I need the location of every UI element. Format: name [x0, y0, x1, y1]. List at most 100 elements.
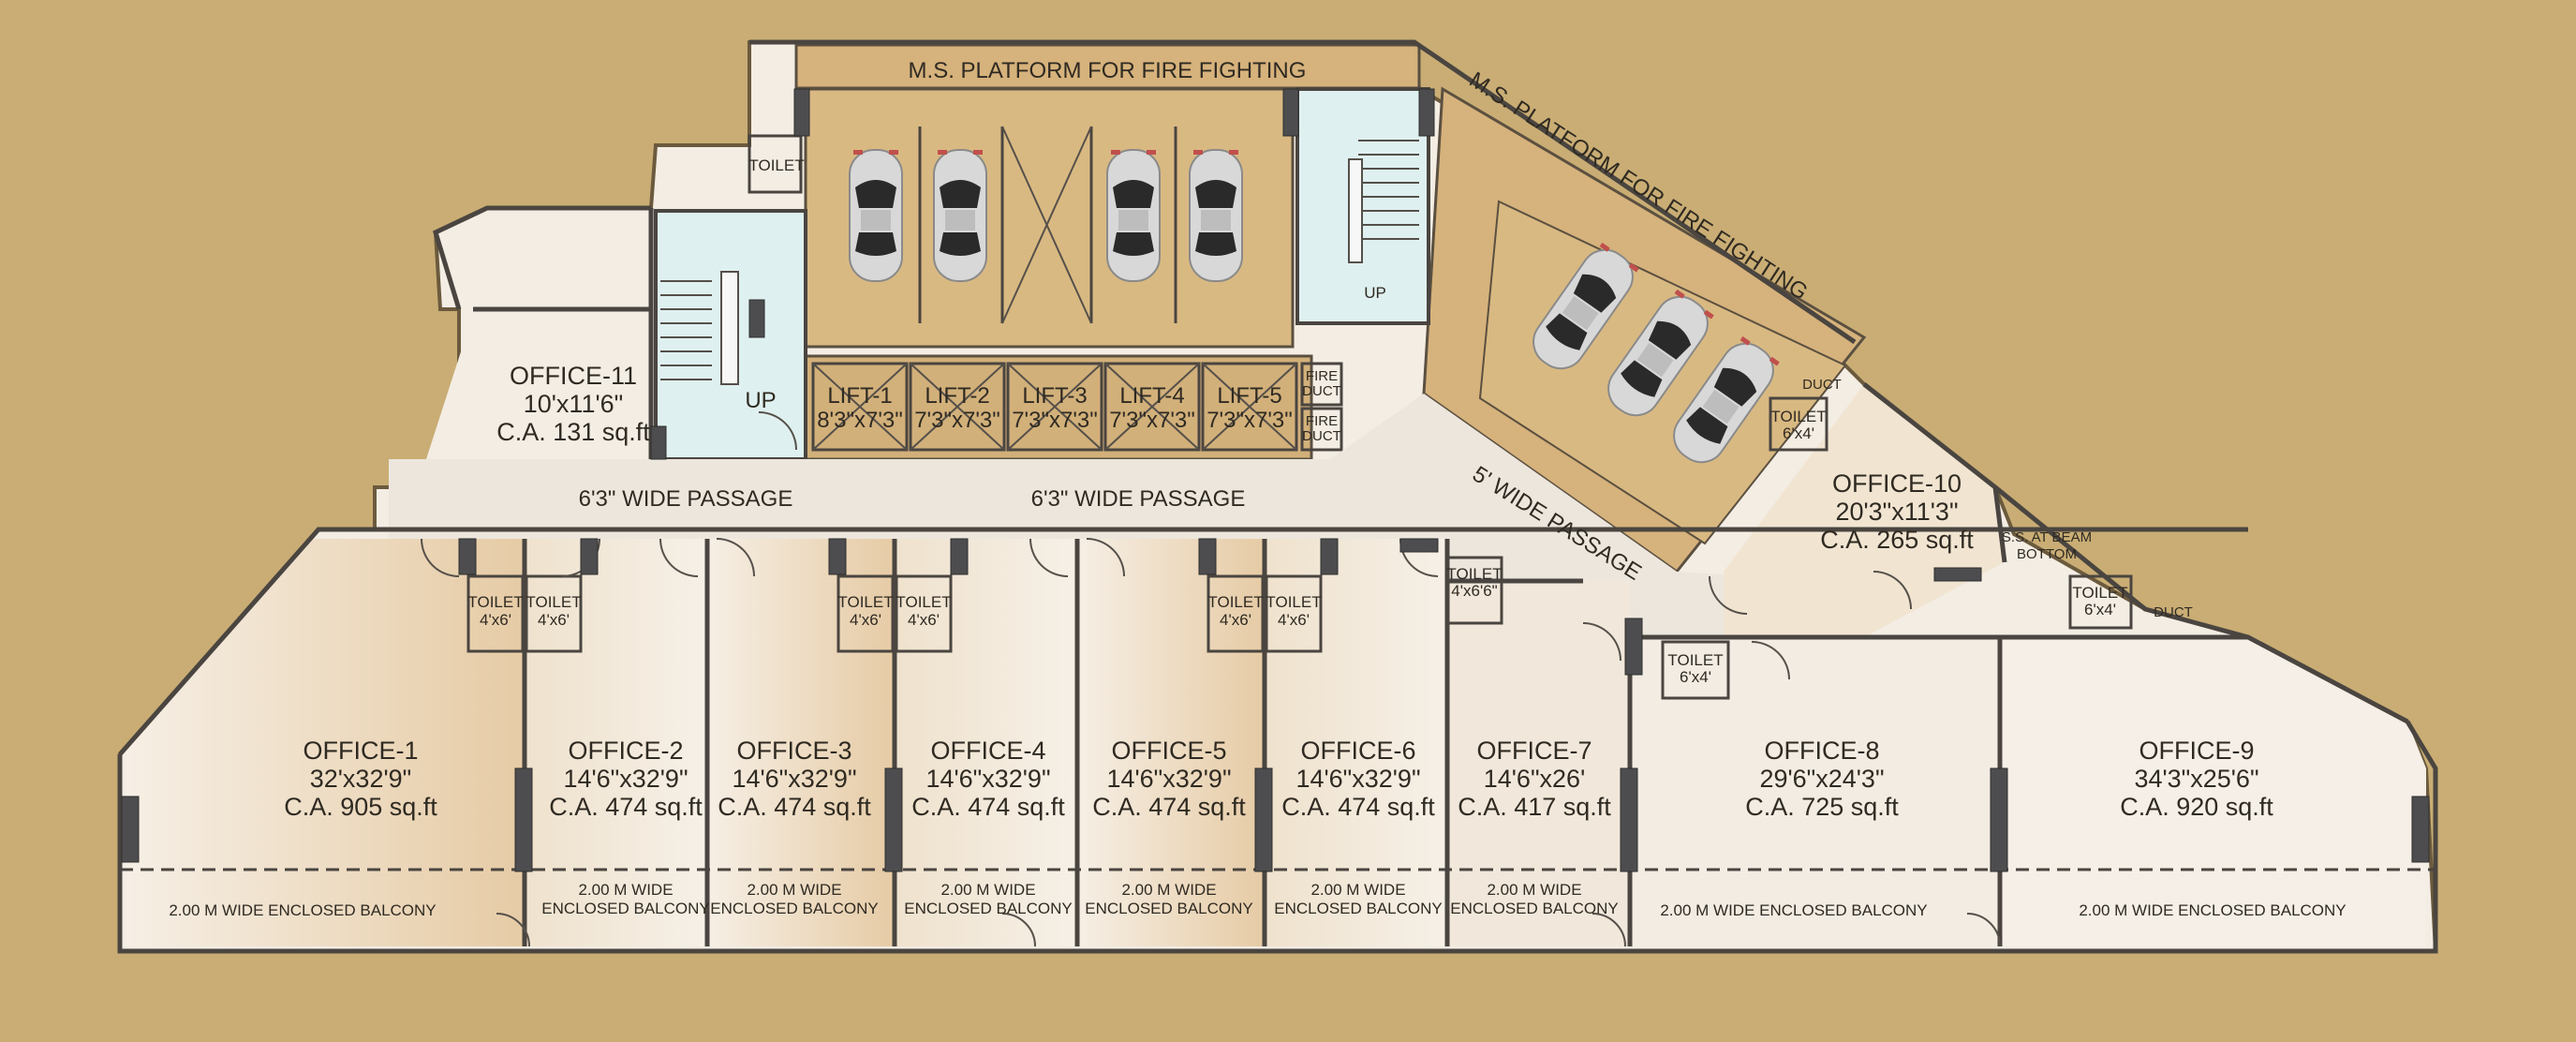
- svg-text:4'x6': 4'x6': [480, 611, 511, 629]
- svg-text:C.A. 131 sq.ft: C.A. 131 sq.ft: [496, 418, 650, 446]
- svg-text:TOILET: TOILET: [748, 156, 804, 174]
- svg-text:7'3"x7'3": 7'3"x7'3": [914, 408, 1000, 433]
- svg-text:7'3"x7'3": 7'3"x7'3": [1012, 408, 1098, 433]
- balcony-labels: 2.00 M WIDE ENCLOSED BALCONY 2.00 M WIDE…: [169, 881, 2346, 919]
- office-1-label: OFFICE-1 32'x32'9" C.A. 905 sq.ft: [284, 737, 437, 821]
- svg-text:7'3"x7'3": 7'3"x7'3": [1109, 408, 1195, 433]
- svg-text:14'6"x32'9": 14'6"x32'9": [1295, 765, 1420, 793]
- svg-text:C.A. 920 sq.ft: C.A. 920 sq.ft: [2120, 793, 2273, 821]
- svg-text:OFFICE-11: OFFICE-11: [510, 362, 637, 390]
- svg-text:2.00 M WIDE: 2.00 M WIDE: [578, 881, 673, 899]
- office-11-room: [426, 314, 651, 459]
- svg-text:DUCT: DUCT: [1302, 383, 1341, 399]
- office-6-label: OFFICE-6 14'6"x32'9" C.A. 474 sq.ft: [1281, 737, 1435, 821]
- svg-text:C.A. 725 sq.ft: C.A. 725 sq.ft: [1745, 793, 1899, 821]
- svg-text:FIRE: FIRE: [1306, 413, 1338, 429]
- svg-text:C.A. 417 sq.ft: C.A. 417 sq.ft: [1458, 793, 1611, 821]
- svg-text:OFFICE-6: OFFICE-6: [1300, 737, 1415, 765]
- svg-text:C.A. 474 sq.ft: C.A. 474 sq.ft: [549, 793, 703, 821]
- lift-labels: LIFT-1 8'3"x7'3" LIFT-2 7'3"x7'3" LIFT-3…: [817, 383, 1293, 433]
- svg-text:C.A. 474 sq.ft: C.A. 474 sq.ft: [1092, 793, 1246, 821]
- svg-text:2.00 M WIDE: 2.00 M WIDE: [1487, 881, 1581, 899]
- lift-shafts: [811, 362, 1343, 452]
- svg-text:2.00 M WIDE: 2.00 M WIDE: [1310, 881, 1405, 899]
- svg-text:OFFICE-5: OFFICE-5: [1111, 737, 1226, 765]
- svg-text:LIFT-1: LIFT-1: [827, 383, 892, 409]
- svg-text:TOILET: TOILET: [896, 593, 951, 611]
- svg-text:C.A. 474 sq.ft: C.A. 474 sq.ft: [718, 793, 871, 821]
- stair-right-up-label: UP: [1364, 284, 1386, 302]
- svg-text:LIFT-5: LIFT-5: [1217, 383, 1281, 409]
- walls: [117, 39, 2438, 954]
- svg-text:10'x11'6": 10'x11'6": [524, 390, 623, 418]
- svg-text:6'x4': 6'x4': [2084, 601, 2116, 618]
- svg-text:4'x6': 4'x6': [1278, 611, 1310, 629]
- svg-text:6'x4': 6'x4': [1783, 424, 1814, 442]
- svg-text:ENCLOSED BALCONY: ENCLOSED BALCONY: [904, 900, 1073, 917]
- office-3-label: OFFICE-3 14'6"x32'9" C.A. 474 sq.ft: [718, 737, 871, 821]
- svg-text:4'x6': 4'x6': [850, 611, 881, 629]
- svg-text:TOILET: TOILET: [467, 593, 523, 611]
- office-9-label: OFFICE-9 34'3"x25'6" C.A. 920 sq.ft: [2120, 737, 2273, 821]
- svg-text:TOILET: TOILET: [837, 593, 893, 611]
- svg-text:DUCT: DUCT: [1302, 428, 1341, 444]
- svg-text:32'x32'9": 32'x32'9": [310, 765, 411, 793]
- svg-text:ENCLOSED BALCONY: ENCLOSED BALCONY: [1450, 900, 1619, 917]
- svg-text:14'6"x32'9": 14'6"x32'9": [563, 765, 688, 793]
- svg-text:20'3"x11'3": 20'3"x11'3": [1835, 498, 1958, 526]
- svg-text:7'3"x7'3": 7'3"x7'3": [1207, 408, 1293, 433]
- svg-text:14'6"x32'9": 14'6"x32'9": [732, 765, 856, 793]
- svg-text:OFFICE-7: OFFICE-7: [1476, 737, 1591, 765]
- svg-text:14'6"x32'9": 14'6"x32'9": [925, 765, 1050, 793]
- svg-text:6'x4': 6'x4': [1680, 668, 1711, 686]
- svg-text:OFFICE-1: OFFICE-1: [303, 737, 418, 765]
- svg-text:TOILET: TOILET: [1667, 651, 1723, 669]
- ss-beam-label-2: BOTTOM: [2017, 546, 2077, 562]
- office-7-label: OFFICE-7 14'6"x26' C.A. 417 sq.ft: [1458, 737, 1611, 821]
- svg-text:TOILET: TOILET: [526, 593, 581, 611]
- top-platform: [794, 43, 1421, 90]
- svg-text:4'x6': 4'x6': [1220, 611, 1251, 629]
- svg-text:C.A. 905 sq.ft: C.A. 905 sq.ft: [284, 793, 437, 821]
- svg-text:2.00 M WIDE ENCLOSED BALCONY: 2.00 M WIDE ENCLOSED BALCONY: [2079, 901, 2346, 919]
- svg-text:TOILET: TOILET: [1446, 565, 1502, 583]
- toilet-blocks: [466, 134, 2133, 700]
- svg-text:C.A. 474 sq.ft: C.A. 474 sq.ft: [911, 793, 1065, 821]
- office-8-label: OFFICE-8 29'6"x24'3" C.A. 725 sq.ft: [1745, 737, 1899, 821]
- svg-text:ENCLOSED BALCONY: ENCLOSED BALCONY: [710, 900, 879, 917]
- fire-duct-labels: FIRE DUCT FIRE DUCT: [1302, 368, 1341, 444]
- passage-left-label: 6'3" WIDE PASSAGE: [579, 486, 793, 512]
- office-5-label: OFFICE-5 14'6"x32'9" C.A. 474 sq.ft: [1092, 737, 1246, 821]
- svg-text:LIFT-3: LIFT-3: [1022, 383, 1087, 409]
- svg-text:2.00 M WIDE: 2.00 M WIDE: [747, 881, 841, 899]
- duct-label-far-right: DUCT: [2154, 604, 2193, 620]
- svg-text:2.00 M WIDE: 2.00 M WIDE: [1121, 881, 1216, 899]
- stair-left-up-label: UP: [745, 388, 776, 413]
- svg-text:C.A. 474 sq.ft: C.A. 474 sq.ft: [1281, 793, 1435, 821]
- svg-text:TOILET: TOILET: [1770, 408, 1826, 425]
- passage-center-label: 6'3" WIDE PASSAGE: [1031, 486, 1246, 512]
- svg-text:4'x6': 4'x6': [538, 611, 570, 629]
- top-platform-label: M.S. PLATFORM FOR FIRE FIGHTING: [909, 58, 1307, 83]
- svg-text:2.00 M WIDE ENCLOSED BALCONY: 2.00 M WIDE ENCLOSED BALCONY: [1660, 901, 1927, 919]
- svg-text:29'6"x24'3": 29'6"x24'3": [1759, 765, 1884, 793]
- svg-text:2.00 M WIDE ENCLOSED BALCONY: 2.00 M WIDE ENCLOSED BALCONY: [169, 901, 436, 919]
- office-10-label: OFFICE-10 20'3"x11'3" C.A. 265 sq.ft: [1820, 469, 1974, 554]
- parked-cars-top: [849, 126, 1243, 324]
- svg-text:OFFICE-3: OFFICE-3: [736, 737, 851, 765]
- svg-text:4'x6': 4'x6': [908, 611, 940, 629]
- svg-text:TOILET: TOILET: [1266, 593, 1321, 611]
- svg-text:OFFICE-2: OFFICE-2: [568, 737, 683, 765]
- svg-text:4'x6'6": 4'x6'6": [1451, 582, 1497, 600]
- door-swings: [421, 411, 2001, 947]
- svg-text:LIFT-4: LIFT-4: [1119, 383, 1184, 409]
- office-11-label: OFFICE-11 10'x11'6" C.A. 131 sq.ft: [496, 362, 650, 446]
- office-4-label: OFFICE-4 14'6"x32'9" C.A. 474 sq.ft: [911, 737, 1065, 821]
- corridor: [389, 394, 1864, 637]
- stair-left-treads: [660, 271, 739, 385]
- svg-text:ENCLOSED BALCONY: ENCLOSED BALCONY: [1085, 900, 1253, 917]
- svg-text:OFFICE-9: OFFICE-9: [2139, 737, 2254, 765]
- toilet-labels: TOILET TOILET 4'x6' TOILET 4'x6' TOILET …: [467, 156, 2127, 686]
- duct-label-right: DUCT: [1802, 377, 1842, 393]
